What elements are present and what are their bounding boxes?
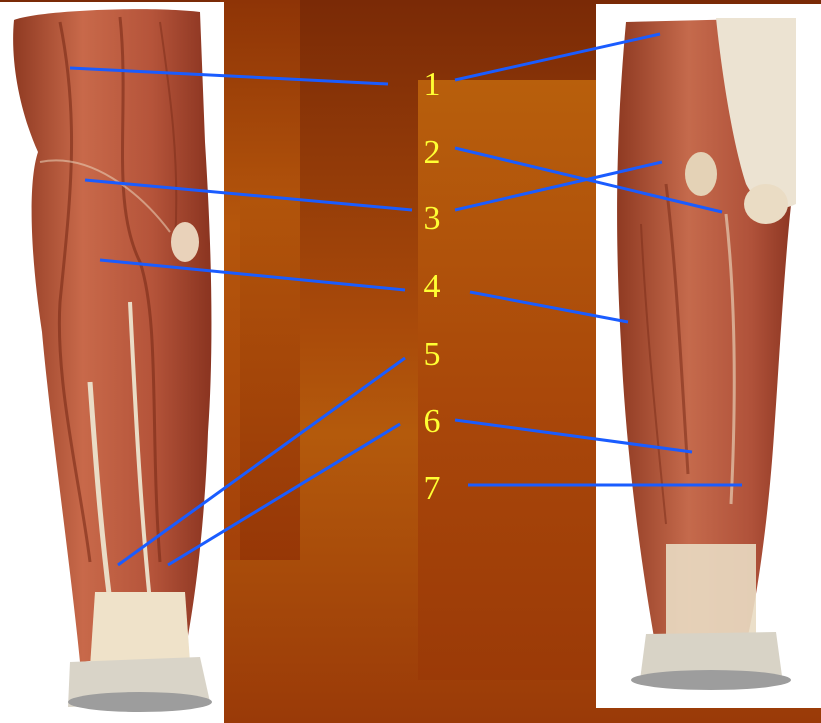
leader-line-5-left [118, 358, 405, 565]
label-2: 2 [417, 136, 447, 170]
label-7: 7 [417, 472, 447, 506]
leader-line-3-right [455, 162, 662, 210]
leader-line-1-right [455, 34, 660, 80]
leader-line-4-left [100, 260, 405, 290]
label-6: 6 [417, 405, 447, 439]
leader-line-1-left [70, 68, 388, 84]
label-3: 3 [417, 202, 447, 236]
leader-line-3-left [85, 180, 412, 210]
leader-line-6-right [455, 420, 692, 452]
leader-line-4-right [470, 292, 628, 322]
label-1: 1 [417, 68, 447, 102]
label-5: 5 [417, 338, 447, 372]
label-4: 4 [417, 270, 447, 304]
